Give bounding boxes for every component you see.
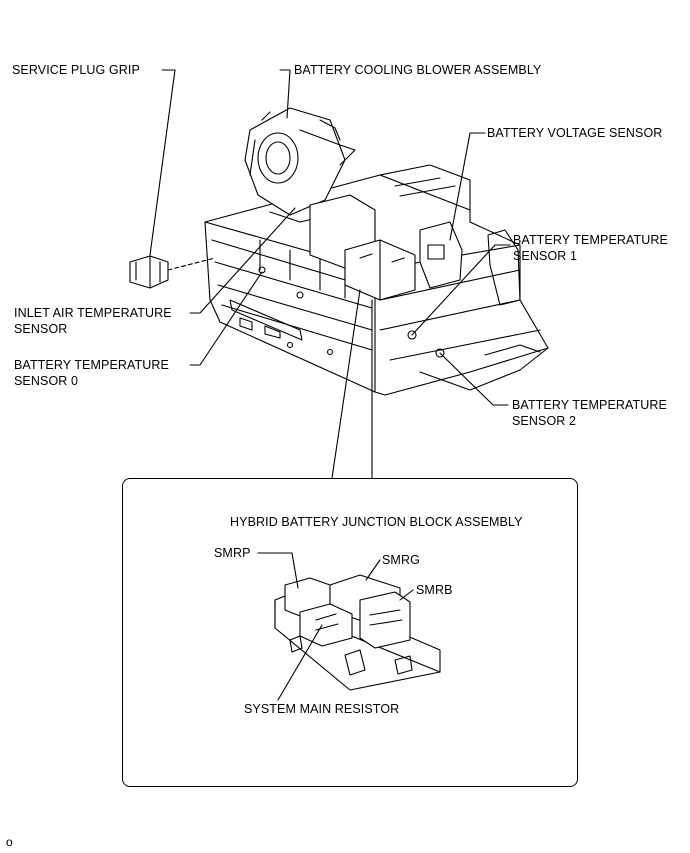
junction-block-inset	[122, 478, 578, 787]
temp-sensor-2-label: BATTERY TEMPERATURE SENSOR 2	[512, 398, 667, 428]
leader-lines	[149, 69, 511, 479]
smrg-label: SMRG	[382, 553, 420, 567]
temp-sensor-1-label: BATTERY TEMPERATURE SENSOR 1	[513, 233, 668, 263]
system-main-resistor-label: SYSTEM MAIN RESISTOR	[244, 702, 400, 716]
blower-label: BATTERY COOLING BLOWER ASSEMBLY	[294, 63, 542, 77]
service-plug-grip-drawing	[129, 255, 216, 289]
smrp-label: SMRP	[214, 546, 251, 560]
figure-code: o	[6, 835, 13, 849]
inlet-air-sensor-label: INLET AIR TEMPERATURE SENSOR	[14, 306, 172, 336]
inset-title: HYBRID BATTERY JUNCTION BLOCK ASSEMBLY	[230, 515, 523, 529]
temp-sensor-0-label: BATTERY TEMPERATURE SENSOR 0	[14, 358, 169, 388]
junction-block-drawing	[274, 574, 441, 691]
service-plug-grip-label: SERVICE PLUG GRIP	[12, 63, 140, 77]
smrb-label: SMRB	[416, 583, 453, 597]
voltage-sensor-label: BATTERY VOLTAGE SENSOR	[487, 126, 663, 140]
junction-drawing	[309, 194, 463, 301]
blower-drawing	[244, 107, 356, 223]
inset-leader-lines	[257, 552, 414, 701]
